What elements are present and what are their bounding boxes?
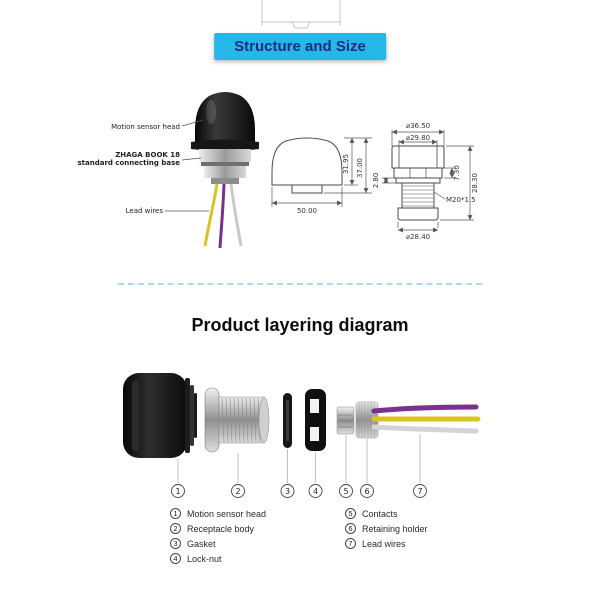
legend-label: Motion sensor head (187, 508, 267, 519)
legend-label: Receptacle body (187, 523, 255, 534)
sensor-base-band (199, 149, 251, 162)
dashed-divider (118, 283, 482, 285)
side-view-drawing: 31.95 37.00 50.00 (271, 137, 372, 215)
legend-left: 1 Motion sensor head 2 Receptacle body 3… (170, 508, 266, 568)
layering-title: Product layering diagram (191, 315, 409, 335)
part-gasket (283, 393, 292, 448)
callout-2: 2 (235, 487, 240, 496)
front-thread (401, 182, 435, 209)
part-lock-nut (305, 389, 326, 451)
dim-50-00: 50.00 (297, 207, 317, 215)
sensor-skirt (191, 139, 259, 151)
lead-wire-white (371, 424, 479, 434)
sensor-thread-stub (211, 178, 239, 184)
section-banner: Structure and Size (214, 33, 386, 60)
dome-highlight (206, 100, 216, 124)
legend-item: 3 Gasket (170, 538, 266, 549)
callout-numbers (171, 484, 427, 498)
legend-label: Retaining holder (362, 523, 428, 534)
dim-36-50: ⌀36.50 (406, 122, 430, 130)
dim-37-00: 37.00 (356, 158, 364, 178)
dim-m20: M20*1.5 (446, 196, 476, 204)
dim-29-80: ⌀29.80 (406, 134, 430, 142)
label-motion-sensor-head: Motion sensor head (111, 123, 180, 131)
label-zhaga-2: standard connecting base (77, 159, 180, 167)
callout-1: 1 (175, 487, 180, 496)
part-receptacle-body (204, 387, 270, 453)
legend-item: 6 Retaining holder (345, 523, 428, 534)
legend-number: 7 (345, 538, 356, 549)
part-sensor-head (123, 373, 197, 458)
side-view-tab (291, 184, 323, 194)
legend-number: 2 (170, 523, 181, 534)
photo-labels: Motion sensor head ZHAGA BOOK 18 standar… (77, 119, 209, 215)
front-view-drawing: ⌀36.50 ⌀29.80 28.30 7.30 2.80 M20*1.5 ⌀2… (372, 122, 479, 241)
dim-28-30: 28.30 (471, 173, 479, 193)
leader-head (181, 119, 204, 127)
legend-label: Lock-nut (187, 553, 222, 564)
legend-number: 3 (170, 538, 181, 549)
callout-7: 7 (417, 487, 422, 496)
legend-item: 1 Motion sensor head (170, 508, 266, 519)
legend-label: Gasket (187, 538, 216, 549)
legend-item: 7 Lead wires (345, 538, 428, 549)
legend-item: 5 Contacts (345, 508, 428, 519)
dim-2-80: 2.80 (372, 173, 380, 189)
front-gasket (395, 177, 441, 184)
exploded-diagram: 1 2 3 4 5 6 7 (123, 373, 481, 498)
legend-number: 4 (170, 553, 181, 564)
legend-item: 4 Lock-nut (170, 553, 266, 564)
sensor-photo (191, 92, 259, 249)
dim-28-40: ⌀28.40 (406, 233, 430, 241)
legend-label: Lead wires (362, 538, 406, 549)
label-lead-wires: Lead wires (126, 207, 164, 215)
label-zhaga-1: ZHAGA BOOK 18 (115, 151, 180, 159)
section-banner-label: Structure and Size (234, 38, 366, 55)
front-base (397, 207, 439, 221)
callout-4: 4 (313, 487, 318, 496)
front-cap (391, 145, 445, 169)
sensor-ring (201, 162, 249, 166)
legend-number: 1 (170, 508, 181, 519)
cropped-outline (261, 0, 341, 29)
sensor-nut (204, 166, 246, 178)
lead-wire-purple (371, 404, 479, 414)
legend-number: 5 (345, 508, 356, 519)
wire-white (229, 183, 243, 247)
wire-yellow (203, 183, 219, 247)
side-view-outline (271, 137, 343, 186)
callout-5: 5 (343, 487, 348, 496)
front-nut (393, 167, 443, 179)
top-cropped-drawing (261, 0, 341, 29)
dim-31-95: 31.95 (342, 154, 350, 174)
legend-item: 2 Receptacle body (170, 523, 266, 534)
part-lead-wires (371, 404, 481, 434)
leader-base (181, 157, 202, 161)
legend-right: 5 Contacts 6 Retaining holder 7 Lead wir… (345, 508, 428, 553)
dim-7-30: 7.30 (453, 165, 461, 181)
structure-size-drawings: Motion sensor head ZHAGA BOOK 18 standar… (77, 92, 479, 249)
callout-6: 6 (364, 487, 369, 496)
wire-purple (218, 183, 226, 249)
thread-hatch (402, 185, 434, 207)
callout-digits: 1 2 3 4 5 6 7 (175, 487, 422, 496)
part-contacts (336, 406, 355, 435)
legend-number: 6 (345, 523, 356, 534)
sensor-dome (195, 92, 255, 142)
callout-leaders (177, 434, 421, 483)
callout-3: 3 (285, 487, 290, 496)
legend-label: Contacts (362, 508, 398, 519)
